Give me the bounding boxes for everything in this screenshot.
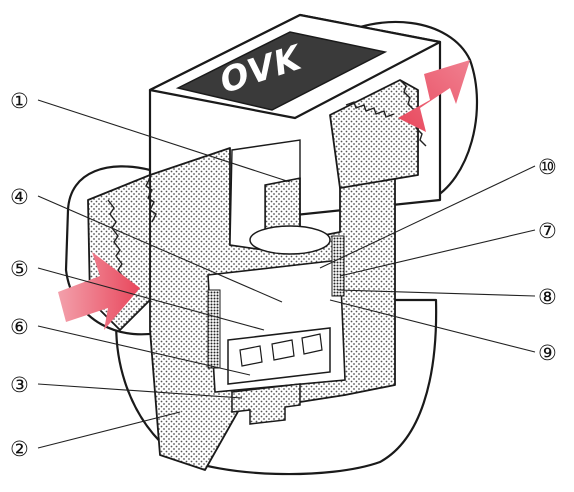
callout-3: ③ bbox=[10, 373, 29, 397]
callout-5: ⑤ bbox=[10, 257, 29, 281]
flow-arrows bbox=[58, 60, 470, 330]
callout-1: ① bbox=[10, 89, 29, 113]
callout-7: ⑦ bbox=[538, 219, 557, 243]
callout-6: ⑥ bbox=[10, 315, 29, 339]
callout-2: ② bbox=[10, 437, 29, 461]
callout-labels: ① ④ ⑤ ⑥ ③ ② ⑩ ⑦ ⑧ ⑨ bbox=[10, 89, 557, 461]
inlet-flow-arrow bbox=[58, 252, 140, 330]
callout-9: ⑨ bbox=[538, 341, 557, 365]
callout-4: ④ bbox=[10, 185, 29, 209]
callout-10: ⑩ bbox=[538, 155, 557, 179]
outlet-flow-arrow bbox=[398, 60, 470, 132]
callout-8: ⑧ bbox=[538, 285, 557, 309]
callout-leaders bbox=[37, 99, 536, 449]
